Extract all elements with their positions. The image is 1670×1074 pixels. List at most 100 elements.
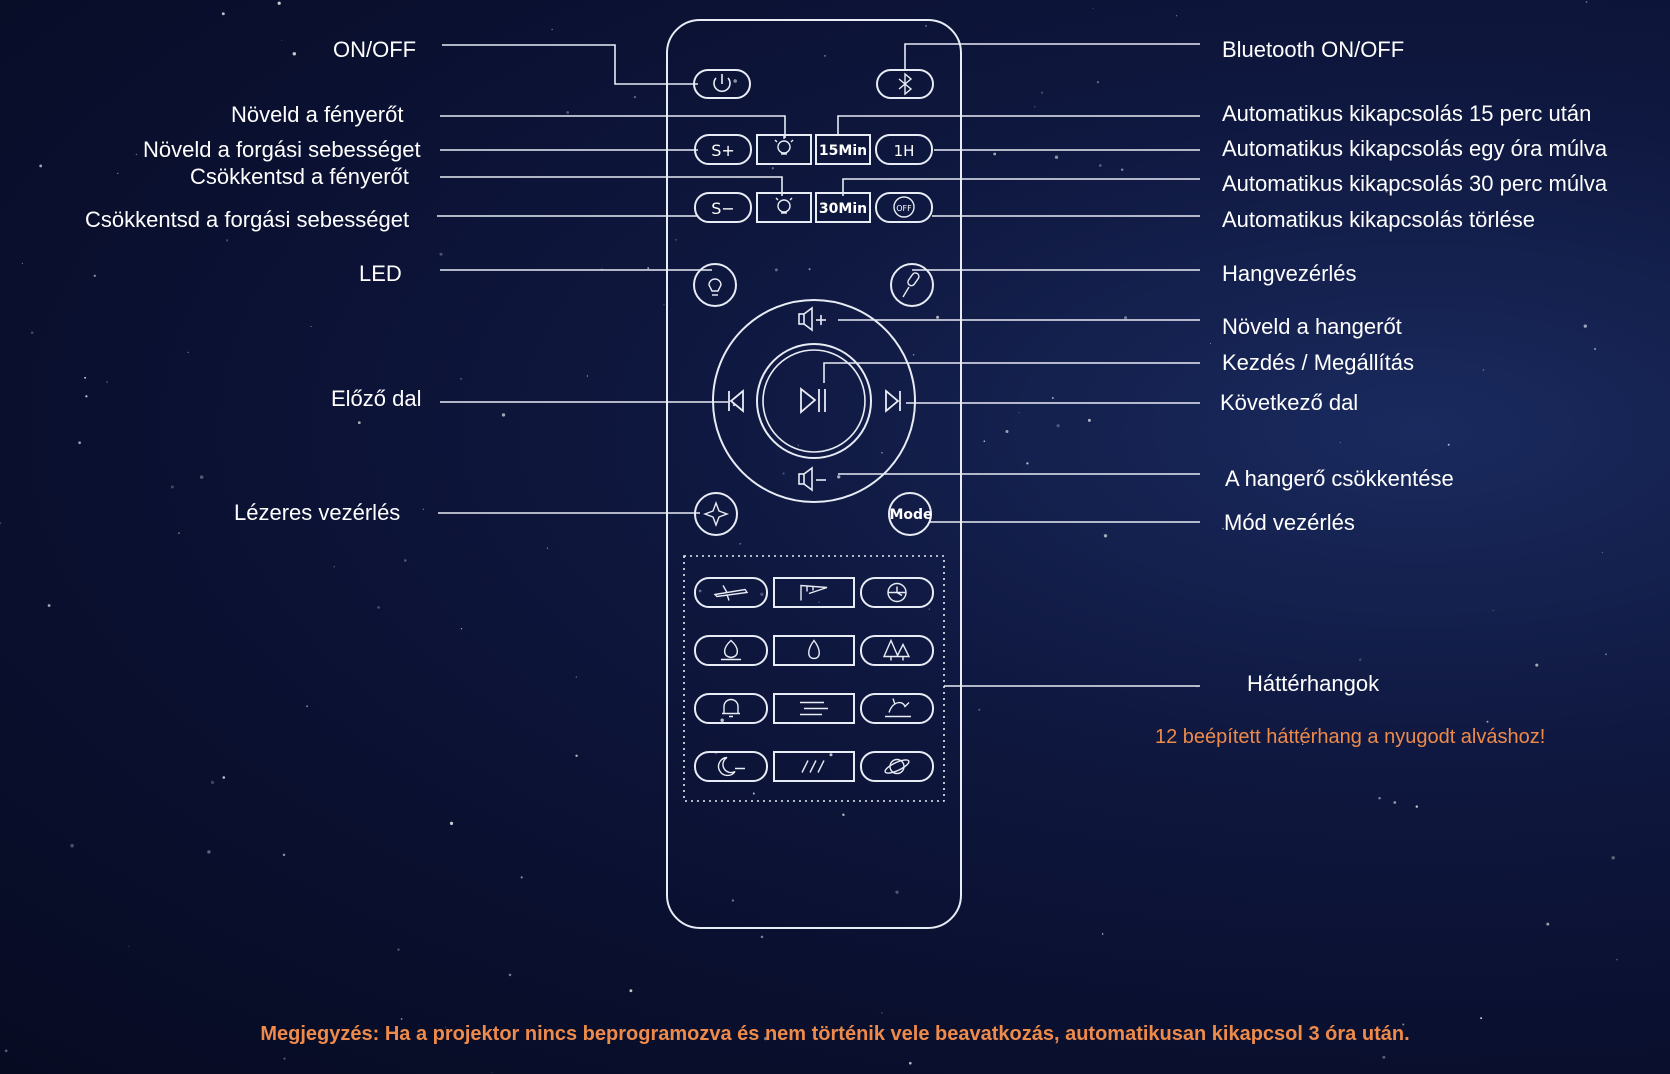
star [752,792,755,795]
timer-off-label: OFF [896,204,912,213]
sound-button-bird[interactable] [860,693,934,724]
power-button[interactable] [693,69,751,99]
star [760,592,764,596]
star [1092,7,1094,9]
label-mode: Mód vezérlés [1224,510,1355,535]
sound-button-clock[interactable] [860,577,934,608]
star [128,945,130,947]
star [1601,551,1603,554]
laser-button[interactable] [694,492,738,536]
sound-button-wind[interactable] [773,693,855,724]
star [1026,462,1029,465]
sound-button-campfire[interactable] [694,635,768,666]
star [663,304,665,306]
mode-button[interactable]: Mode [888,492,933,536]
star [771,167,774,170]
star [39,164,43,168]
star [520,876,523,879]
label-timer-1h: Automatikus kikapcsolás egy óra múlva [1222,136,1608,161]
star [422,508,425,510]
star [333,565,336,568]
star [70,843,74,848]
label-brightness-down: Csökkentsd a fényerőt [190,164,409,189]
sound-button-rain[interactable] [773,751,855,782]
line-timer-15 [837,115,1200,136]
speed-up-button[interactable]: S+ [694,134,752,165]
timer-15-label: 15Min [819,143,867,159]
sound-button-flag-wind[interactable] [773,577,855,608]
star [1382,1055,1386,1059]
led-button[interactable] [693,263,737,307]
sound-button-bell[interactable] [694,693,768,724]
star [1098,164,1102,167]
forest-icon [882,638,911,661]
sound-button-water-drop[interactable] [773,635,855,666]
leader-lines [437,43,1200,687]
star [1393,801,1397,804]
line-brightness-up [440,115,786,138]
star [698,589,702,593]
star [30,331,34,335]
star [1041,91,1044,94]
previous-icon [728,389,744,413]
star [733,79,737,83]
timer-1h-label: 1H [894,142,915,160]
label-volume-down: A hangerő csökkentése [1225,466,1454,491]
campfire-icon [721,639,741,661]
airplane-icon [713,585,749,601]
starfield [0,1,1618,1074]
star [93,274,96,277]
star [1124,316,1128,320]
star [675,238,678,241]
sound-button-forest[interactable] [860,635,934,666]
star [1052,397,1054,399]
star [1087,418,1091,422]
star [881,452,883,454]
label-prev-song: Előző dal [331,386,422,411]
previous-button[interactable] [728,389,744,413]
bluetooth-button[interactable] [876,69,934,99]
voice-button[interactable] [890,263,934,307]
star [1301,743,1304,746]
sound-button-planet[interactable] [860,751,934,782]
star [731,899,734,902]
sound-button-airplane[interactable] [694,577,768,608]
speed-up-label: S+ [711,141,735,160]
wind-icon [800,701,828,716]
star [928,608,930,610]
timer-15-button[interactable]: 15Min [815,134,871,165]
timer-30-button[interactable]: 30Min [815,192,871,223]
volume-up-button[interactable] [798,306,826,332]
star [207,850,211,854]
star [983,440,986,443]
star [760,935,764,939]
star [1056,424,1060,428]
star [400,1018,403,1020]
star [1018,412,1020,414]
star [106,381,108,383]
star [1492,609,1494,612]
volume-down-icon [798,466,826,492]
play-pause-button[interactable] [756,343,872,459]
speed-down-button[interactable]: S− [694,192,752,223]
sparkle-icon [703,501,729,527]
star [1120,168,1124,171]
star [1378,797,1381,800]
timer-off-button[interactable]: OFF [875,192,933,223]
star [85,395,88,398]
sound-button-sleeping-moon[interactable] [694,751,768,782]
star [566,111,570,114]
star [1611,856,1615,860]
next-button[interactable] [885,389,901,413]
brightness-down-button[interactable] [756,192,812,223]
timer-1h-button[interactable]: 1H [875,134,933,165]
star [551,28,553,31]
line-on-off [442,44,698,85]
volume-down-button[interactable] [798,466,826,492]
brightness-up-button[interactable] [756,134,812,165]
star [247,178,249,181]
star [78,441,81,445]
star [1054,155,1059,159]
label-bluetooth: Bluetooth ON/OFF [1222,37,1405,62]
star [1096,81,1100,84]
